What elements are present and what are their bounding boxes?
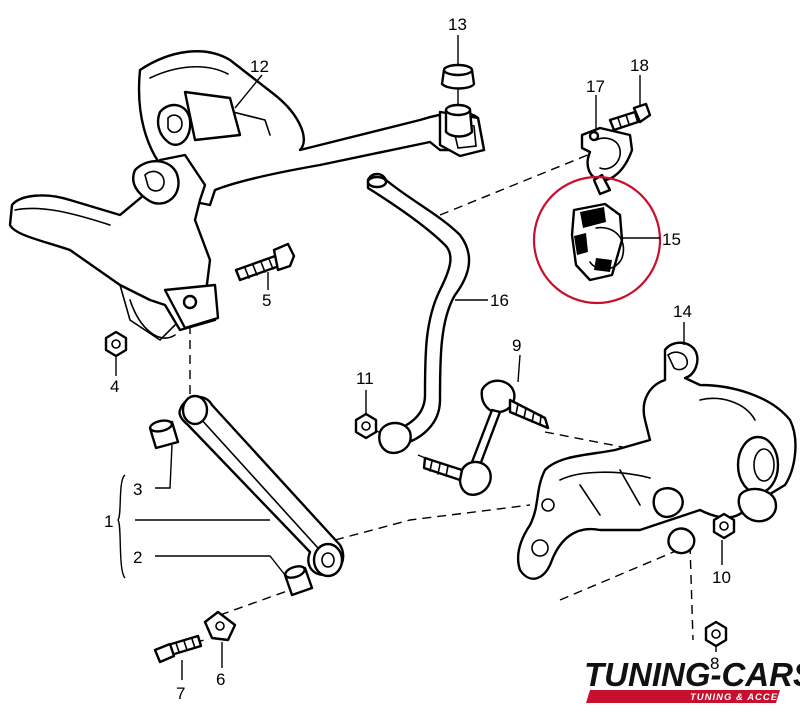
drop-link-9 <box>422 379 550 496</box>
nut-10 <box>712 512 736 540</box>
callout-8: 8 <box>710 654 719 673</box>
side-member-bracket <box>8 153 220 342</box>
brand-logo-text: TUNING-CARS <box>584 656 800 693</box>
nut-11 <box>354 412 378 440</box>
callout-labels: 1 2 3 4 5 6 7 8 9 10 11 12 13 14 15 16 1… <box>104 15 731 703</box>
callout-6: 6 <box>216 670 225 689</box>
highlight-circle <box>532 175 662 305</box>
nut-8 <box>704 620 728 648</box>
clamp-bracket-17 <box>580 126 634 196</box>
wheel-carrier-14 <box>516 341 797 580</box>
nut-4 <box>104 330 128 358</box>
callout-10: 10 <box>712 568 731 587</box>
bolt-18 <box>608 102 652 132</box>
leader-lines <box>115 35 723 680</box>
bushing-2 <box>283 565 314 597</box>
brand-tagline-bar <box>586 690 780 703</box>
bolt-7 <box>153 634 203 664</box>
brand-tagline: TUNING & ACCESORII <box>690 692 800 703</box>
assembly-dashed-lines <box>179 149 701 646</box>
bolt-5 <box>234 242 296 282</box>
callout-16: 16 <box>490 291 509 310</box>
eccentric-plate-6 <box>203 610 237 642</box>
callout-11: 11 <box>356 369 374 388</box>
brand-logo: TUNING-CARS TUNING & ACCESORII <box>584 656 800 703</box>
callout-18: 18 <box>630 56 649 75</box>
anti-roll-bar-16 <box>366 172 471 455</box>
callout-5: 5 <box>262 291 271 310</box>
bushing-3 <box>148 419 180 450</box>
callout-17: 17 <box>586 77 605 96</box>
callout-1: 1 <box>104 512 113 531</box>
callout-15: 15 <box>662 230 681 249</box>
callout-2: 2 <box>133 548 142 567</box>
control-arm-1 <box>178 394 345 578</box>
bushing-15 <box>570 202 625 282</box>
callout-3: 3 <box>133 480 142 499</box>
callout-7: 7 <box>176 684 185 703</box>
callout-9: 9 <box>512 336 521 355</box>
callout-4: 4 <box>110 377 119 396</box>
callout-12: 12 <box>250 57 269 76</box>
callout-13: 13 <box>448 15 467 34</box>
callout-14: 14 <box>673 302 692 321</box>
